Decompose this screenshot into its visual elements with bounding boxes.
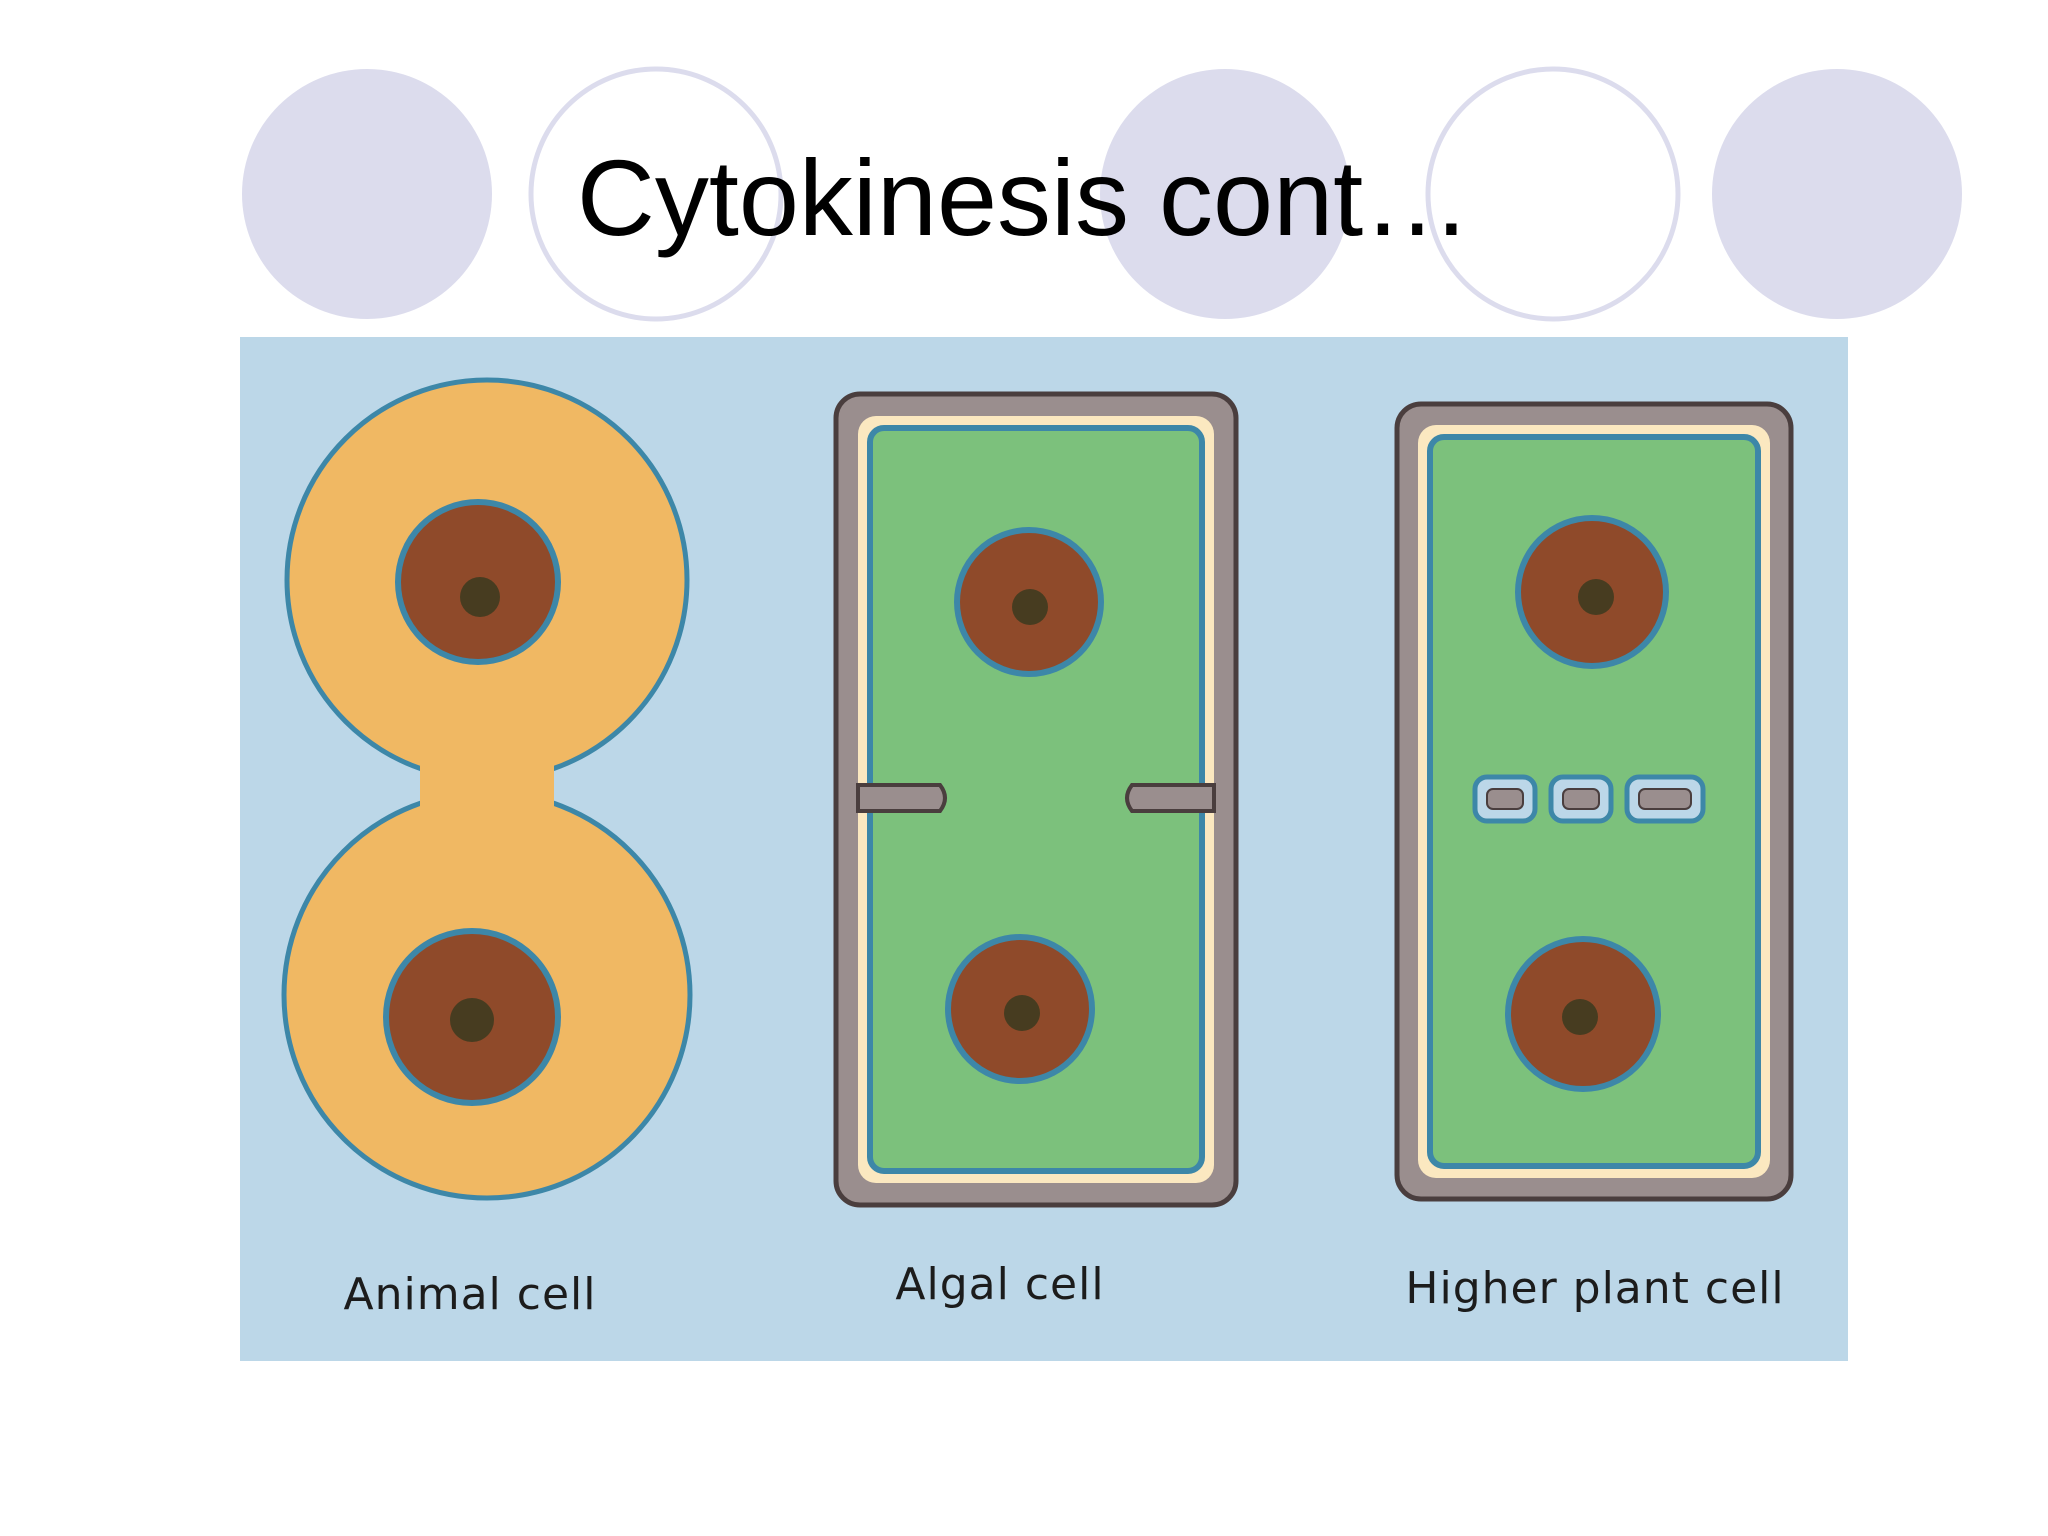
- cell-plate: [1472, 774, 1706, 824]
- algal-cell: [833, 391, 1239, 1208]
- cell-plate-vesicle-core: [1638, 788, 1692, 810]
- deco-circle-filled: [242, 69, 492, 319]
- plant-nucleolus-bottom: [1562, 999, 1598, 1035]
- algal-new-wall-left: [856, 783, 947, 813]
- plant-cell: [1394, 401, 1794, 1202]
- animal-cell-label: Animal cell: [343, 1269, 597, 1320]
- deco-circle-outline: [528, 66, 784, 322]
- deco-circle-filled: [1100, 69, 1350, 319]
- cleavage-furrow: [420, 717, 554, 867]
- algal-new-wall-right: [1125, 783, 1216, 813]
- cell-diagrams: [281, 377, 1794, 1208]
- cell-plate-vesicle-core: [1486, 788, 1524, 810]
- animal-nucleolus-top: [460, 577, 500, 617]
- plant-cell-label: Higher plant cell: [1405, 1263, 1785, 1314]
- animal-nucleolus-bottom: [450, 998, 494, 1042]
- animal-cell: [281, 377, 693, 1201]
- deco-circle-outline: [1425, 66, 1681, 322]
- plant-nucleolus-top: [1578, 579, 1614, 615]
- cell-plate-vesicle-core: [1562, 788, 1600, 810]
- algal-nucleolus-top: [1012, 589, 1048, 625]
- cytokinesis-figure: Animal cell Algal cell Higher plant cell: [240, 337, 1848, 1361]
- slide-title: Cytokinesis cont…: [576, 137, 1472, 258]
- algal-cell-label: Algal cell: [895, 1259, 1105, 1310]
- deco-circle-filled: [1712, 69, 1962, 319]
- algal-nucleolus-bottom: [1004, 995, 1040, 1031]
